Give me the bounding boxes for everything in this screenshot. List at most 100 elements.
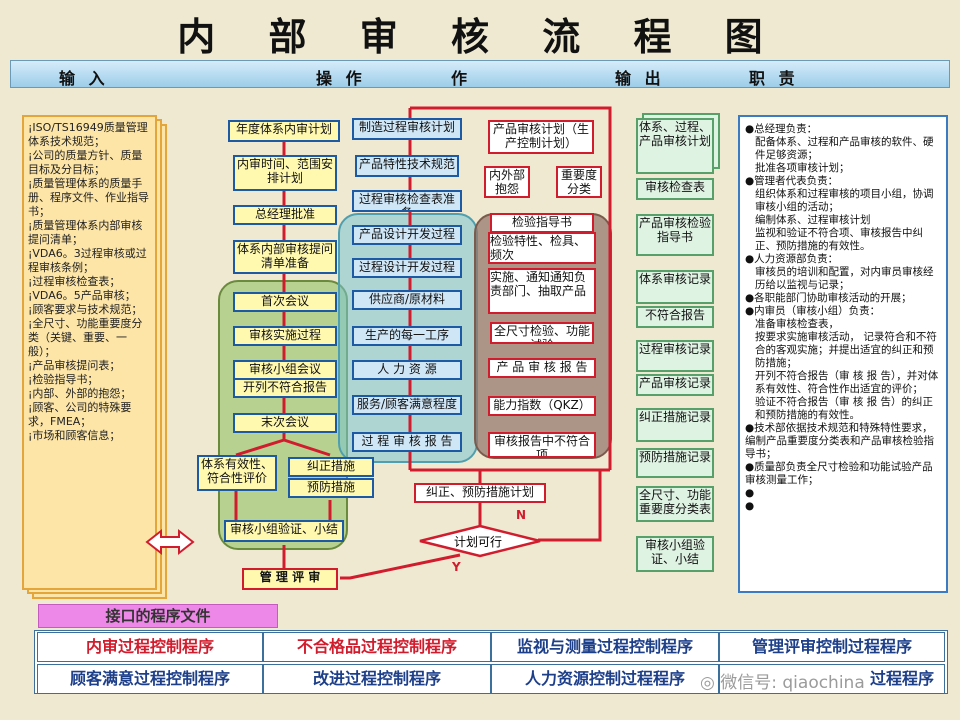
duty-heading: ● (745, 487, 755, 499)
duty-text: 审核员的培训和配置，对内审员审核经历给以监视与记录； (755, 266, 934, 291)
header-operate: 操 作 (316, 69, 366, 88)
duty-text: 配备体系、过程和产品审核的软件、硬件足够资源； (755, 136, 934, 161)
duty-text: 准备审核检查表， (755, 318, 839, 330)
interface-doc-management-review[interactable]: 管理评审控制过程程序 (719, 632, 945, 662)
duty-text: 验证不符合报告（审 核 报 告）的纠正和预防措施的有效性。 (755, 396, 934, 421)
input-item: ¡顾客、公司的特殊要求，FMEA； (28, 401, 132, 428)
flow-step-team-verification: 审核小组验证、小结 (224, 520, 344, 542)
duties-panel: ●总经理负责：配备体系、过程和产品审核的软件、硬件足够资源；批准各项审核计划；●… (738, 115, 948, 593)
wechat-icon: ◎ (700, 673, 715, 693)
flow-step-audit-execution: 审核实施过程 (233, 326, 337, 346)
flow-step-process-design: 过程设计开发过程 (352, 258, 462, 278)
flow-step-product-audit-report: 产 品 审 核 报 告 (488, 358, 596, 378)
flow-step-human-resources: 人 力 资 源 (352, 360, 462, 380)
watermark: ◎ 微信号: qiaochina (700, 668, 865, 693)
flow-step-service-satisfaction: 服务/顾客满意程度 (352, 395, 462, 415)
flow-step-management-review: 管 理 评 审 (242, 568, 338, 590)
input-item: ¡检验指导书； (28, 373, 99, 386)
interface-doc-customer-satisfaction[interactable]: 顾客满意过程控制程序 (37, 664, 263, 694)
duty-heading: ●内审员（审核小组）负责： (745, 305, 881, 317)
output-system-record: 体系审核记录 (636, 270, 714, 304)
page-title: 内 部 审 核 流 程 图 (177, 14, 783, 59)
duty-heading: ●管理者代表负责： (745, 175, 839, 187)
flow-step-full-dim-inspection: 全尺寸检验、功能试验 (490, 322, 594, 344)
column-header-bar: 输 入 操 作 作 输 出 职 责 (10, 60, 950, 88)
interface-doc-monitoring[interactable]: 监视与测量过程控制程序 (491, 632, 719, 662)
double-arrow-icon (145, 528, 195, 556)
header-duty: 职 责 (749, 69, 799, 88)
output-corrective-record: 纠正措施记录 (636, 408, 714, 442)
flow-step-team-meeting: 审核小组会议 (233, 360, 337, 380)
flow-step-report-nonconformity: 审核报告中不符合项 (488, 432, 596, 458)
flow-step-process-audit-plan: 制造过程审核计划 (352, 118, 462, 140)
output-process-record: 过程审核记录 (636, 340, 714, 372)
flow-step-complaints: 内外部抱怨 (484, 166, 530, 198)
duty-heading: ●各职能部门协助审核活动的开展； (745, 292, 912, 304)
flow-step-preventive-action: 预防措施 (288, 478, 374, 498)
input-item: ¡VDA6。5产品审核； (28, 289, 136, 302)
flow-step-nonconformity-report: 开列不符合报告 (233, 378, 337, 398)
input-item: ¡VDA6。3过程审核或过程审核条例； (28, 247, 147, 274)
interface-doc-internal-audit[interactable]: 内审过程控制程序 (37, 632, 263, 662)
input-item: ¡市场和顾客信息； (28, 429, 121, 442)
flow-step-implement-notify: 实施、通知通知负责部门、抽取产品 (488, 268, 596, 314)
duty-text: 编制体系、过程审核计划 (755, 214, 871, 226)
interface-doc-nonconforming[interactable]: 不合格品过程控制程序 (263, 632, 491, 662)
flow-step-schedule: 内审时间、范围安排计划 (233, 155, 337, 191)
flow-step-gm-approval: 总经理批准 (233, 205, 337, 225)
header-output: 输 出 (615, 69, 665, 88)
duty-text: 按要求实施审核活动， 记录符合和不符合的客观实施；并提出适宜的纠正和预防措施； (755, 331, 937, 369)
flow-step-product-design: 产品设计开发过程 (352, 225, 462, 245)
duty-text: 批准各项审核计划； (755, 162, 850, 174)
input-item: ¡顾客要求与技术规范； (28, 303, 143, 316)
output-audit-plans: 体系、过程、产品审核计划 (636, 118, 714, 174)
input-item: ¡质量管理体系内部审核提问清单； (28, 219, 143, 246)
duty-heading: ●人力资源部负责： (745, 253, 839, 265)
interface-grid: 内审过程控制程序 不合格品过程控制程序 监视与测量过程控制程序 管理评审控制过程… (34, 630, 948, 694)
flow-step-capability-index: 能力指数（QKZ） (488, 396, 596, 416)
flow-step-process-audit-report: 过 程 审 核 报 告 (352, 432, 462, 452)
input-item: ¡产品审核提问表； (28, 359, 121, 372)
duty-heading: ●技术部依据技术规范和特殊特性要求，编制产品重要度分类表和产品审核检验指导书； (745, 422, 934, 460)
input-item: ¡全尺寸、功能重要度分类（关键、重要、一般）； (28, 317, 143, 358)
duty-heading: ● (745, 500, 755, 512)
header-operate-2: 作 (451, 69, 472, 88)
flow-step-closing-meeting: 末次会议 (233, 413, 337, 433)
output-product-record: 产品审核记录 (636, 374, 714, 396)
output-team-summary: 审核小组验证、小结 (636, 536, 714, 572)
duty-heading: ●质量部负责全尺寸检验和功能试验产品审核测量工作； (745, 461, 933, 486)
output-importance-table: 全尺寸、功能重要度分类表 (636, 486, 714, 522)
input-item: ¡质量管理体系的质量手册、程序文件、作业指导书； (28, 177, 149, 218)
flow-step-corrective-plan: 纠正、预防措施计划 (414, 483, 546, 503)
output-nonconformity: 不符合报告 (636, 306, 714, 328)
flow-step-importance-class: 重要度分类 (556, 166, 602, 198)
flow-step-process-checklist: 过程审核检查表准备 (352, 190, 462, 212)
duty-text: 开列不符合报告（审 核 报 告），并对体系有效性、符合性作出适宜的评价； (755, 370, 939, 395)
output-preventive-record: 预防措施记录 (636, 448, 714, 478)
input-panel: ¡ISO/TS16949质量管理体系技术规范；¡公司的质量方针、质量目标及分目标… (22, 115, 157, 590)
flow-step-opening-meeting: 首次会议 (233, 292, 337, 312)
flow-step-product-audit-plan: 产品审核计划（生产控制计划） (488, 120, 594, 154)
flow-step-effectiveness-eval: 体系有效性、符合性评价 (197, 455, 277, 491)
interface-doc-human-resources[interactable]: 人力资源控制过程程序 (491, 664, 719, 694)
decision-diamond (419, 524, 541, 558)
interface-label: 接口的程序文件 (38, 604, 278, 628)
duty-text: 组织体系和过程审核的项目小组，协调审核小组的活动； (755, 188, 934, 213)
decision-no: N (516, 508, 527, 522)
header-input: 输 入 (59, 69, 109, 88)
duty-text: 监视和验证不符合项、审核报告中纠正、预防措施的有效性。 (755, 227, 923, 252)
flow-step-corrective-action: 纠正措施 (288, 457, 374, 477)
output-checklist: 审核检查表 (636, 178, 714, 200)
flow-step-product-spec: 产品特性技术规范 (355, 155, 459, 177)
interface-doc-process[interactable]: 过程程序 (719, 664, 945, 694)
watermark-text: 微信号: qiaochina (720, 673, 865, 693)
flow-step-supplier: 供应商/原材料 (352, 290, 462, 310)
input-item: ¡公司的质量方针、质量目标及分目标； (28, 149, 143, 176)
flow-step-checklist-prep: 体系内部审核提问清单准备 (233, 240, 337, 274)
flow-step-annual-plan: 年度体系内审计划 (228, 120, 340, 142)
output-inspection-guide: 产品审核检验指导书 (636, 214, 714, 256)
interface-doc-improvement[interactable]: 改进过程控制程序 (263, 664, 491, 694)
input-item: ¡内部、外部的抱怨； (28, 387, 132, 400)
input-item: ¡过程审核检查表； (28, 275, 121, 288)
decision-label: 计划可行 (454, 535, 503, 549)
